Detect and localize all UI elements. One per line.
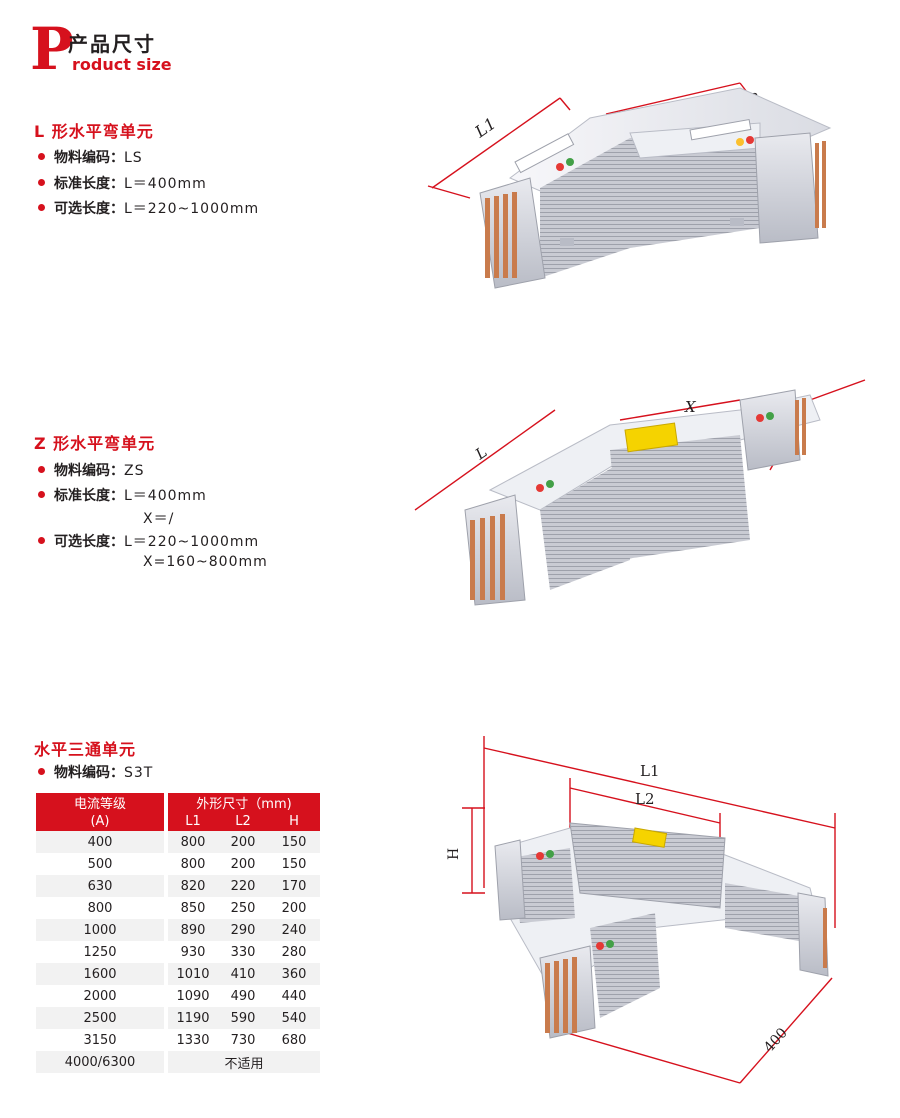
dim-t-l2: L2: [635, 790, 655, 808]
header-h: H: [268, 812, 320, 831]
z-unit-opt-x: X=160~800mm: [143, 554, 268, 570]
header-outer-size: 外形尺寸（mm): [168, 793, 320, 812]
page-title: 产品尺寸: [68, 32, 156, 56]
dim-z-l-left: L: [471, 443, 490, 464]
table-header-row: 电流等级 外形尺寸（mm): [36, 793, 320, 812]
header-current: 电流等级: [36, 793, 164, 812]
t-unit-code: 物料编码：S3T: [38, 763, 153, 783]
z-unit-title: Z 形水平弯单元: [34, 434, 156, 453]
header-l1: L1: [168, 812, 218, 831]
z-unit-opt-length: 可选长度：L＝220~1000mm: [38, 532, 259, 552]
header-unit: (A): [36, 812, 164, 831]
t-unit-illustration: L1 L2 H 400: [446, 736, 836, 1084]
z-unit-illustration: L X L: [414, 379, 866, 606]
dim-l1: L1: [471, 114, 500, 142]
dim-t-l1: L1: [640, 762, 660, 780]
z-unit-code: 物料编码：ZS: [38, 461, 144, 481]
l-unit-illustration: L1 L2: [427, 82, 832, 289]
l-unit-code: 物料编码：LS: [38, 148, 143, 168]
header-letter: P: [30, 15, 74, 83]
z-unit-std-x: X＝/: [143, 511, 175, 527]
l-unit-std-length: 标准长度：L＝400mm: [38, 174, 207, 194]
table-subheader-row: (A) L1 L2 H: [36, 812, 320, 831]
header-l2: L2: [218, 812, 268, 831]
l-unit-opt-length: 可选长度：L＝220~1000mm: [38, 199, 259, 219]
dim-z-x: X: [684, 398, 697, 416]
z-unit-std-length: 标准长度：L＝400mm: [38, 486, 207, 506]
dim-t-h: H: [446, 848, 462, 860]
page-subtitle: roduct size: [72, 55, 172, 74]
l-unit-title: L 形水平弯单元: [34, 122, 154, 141]
t-unit-title: 水平三通单元: [34, 740, 137, 759]
